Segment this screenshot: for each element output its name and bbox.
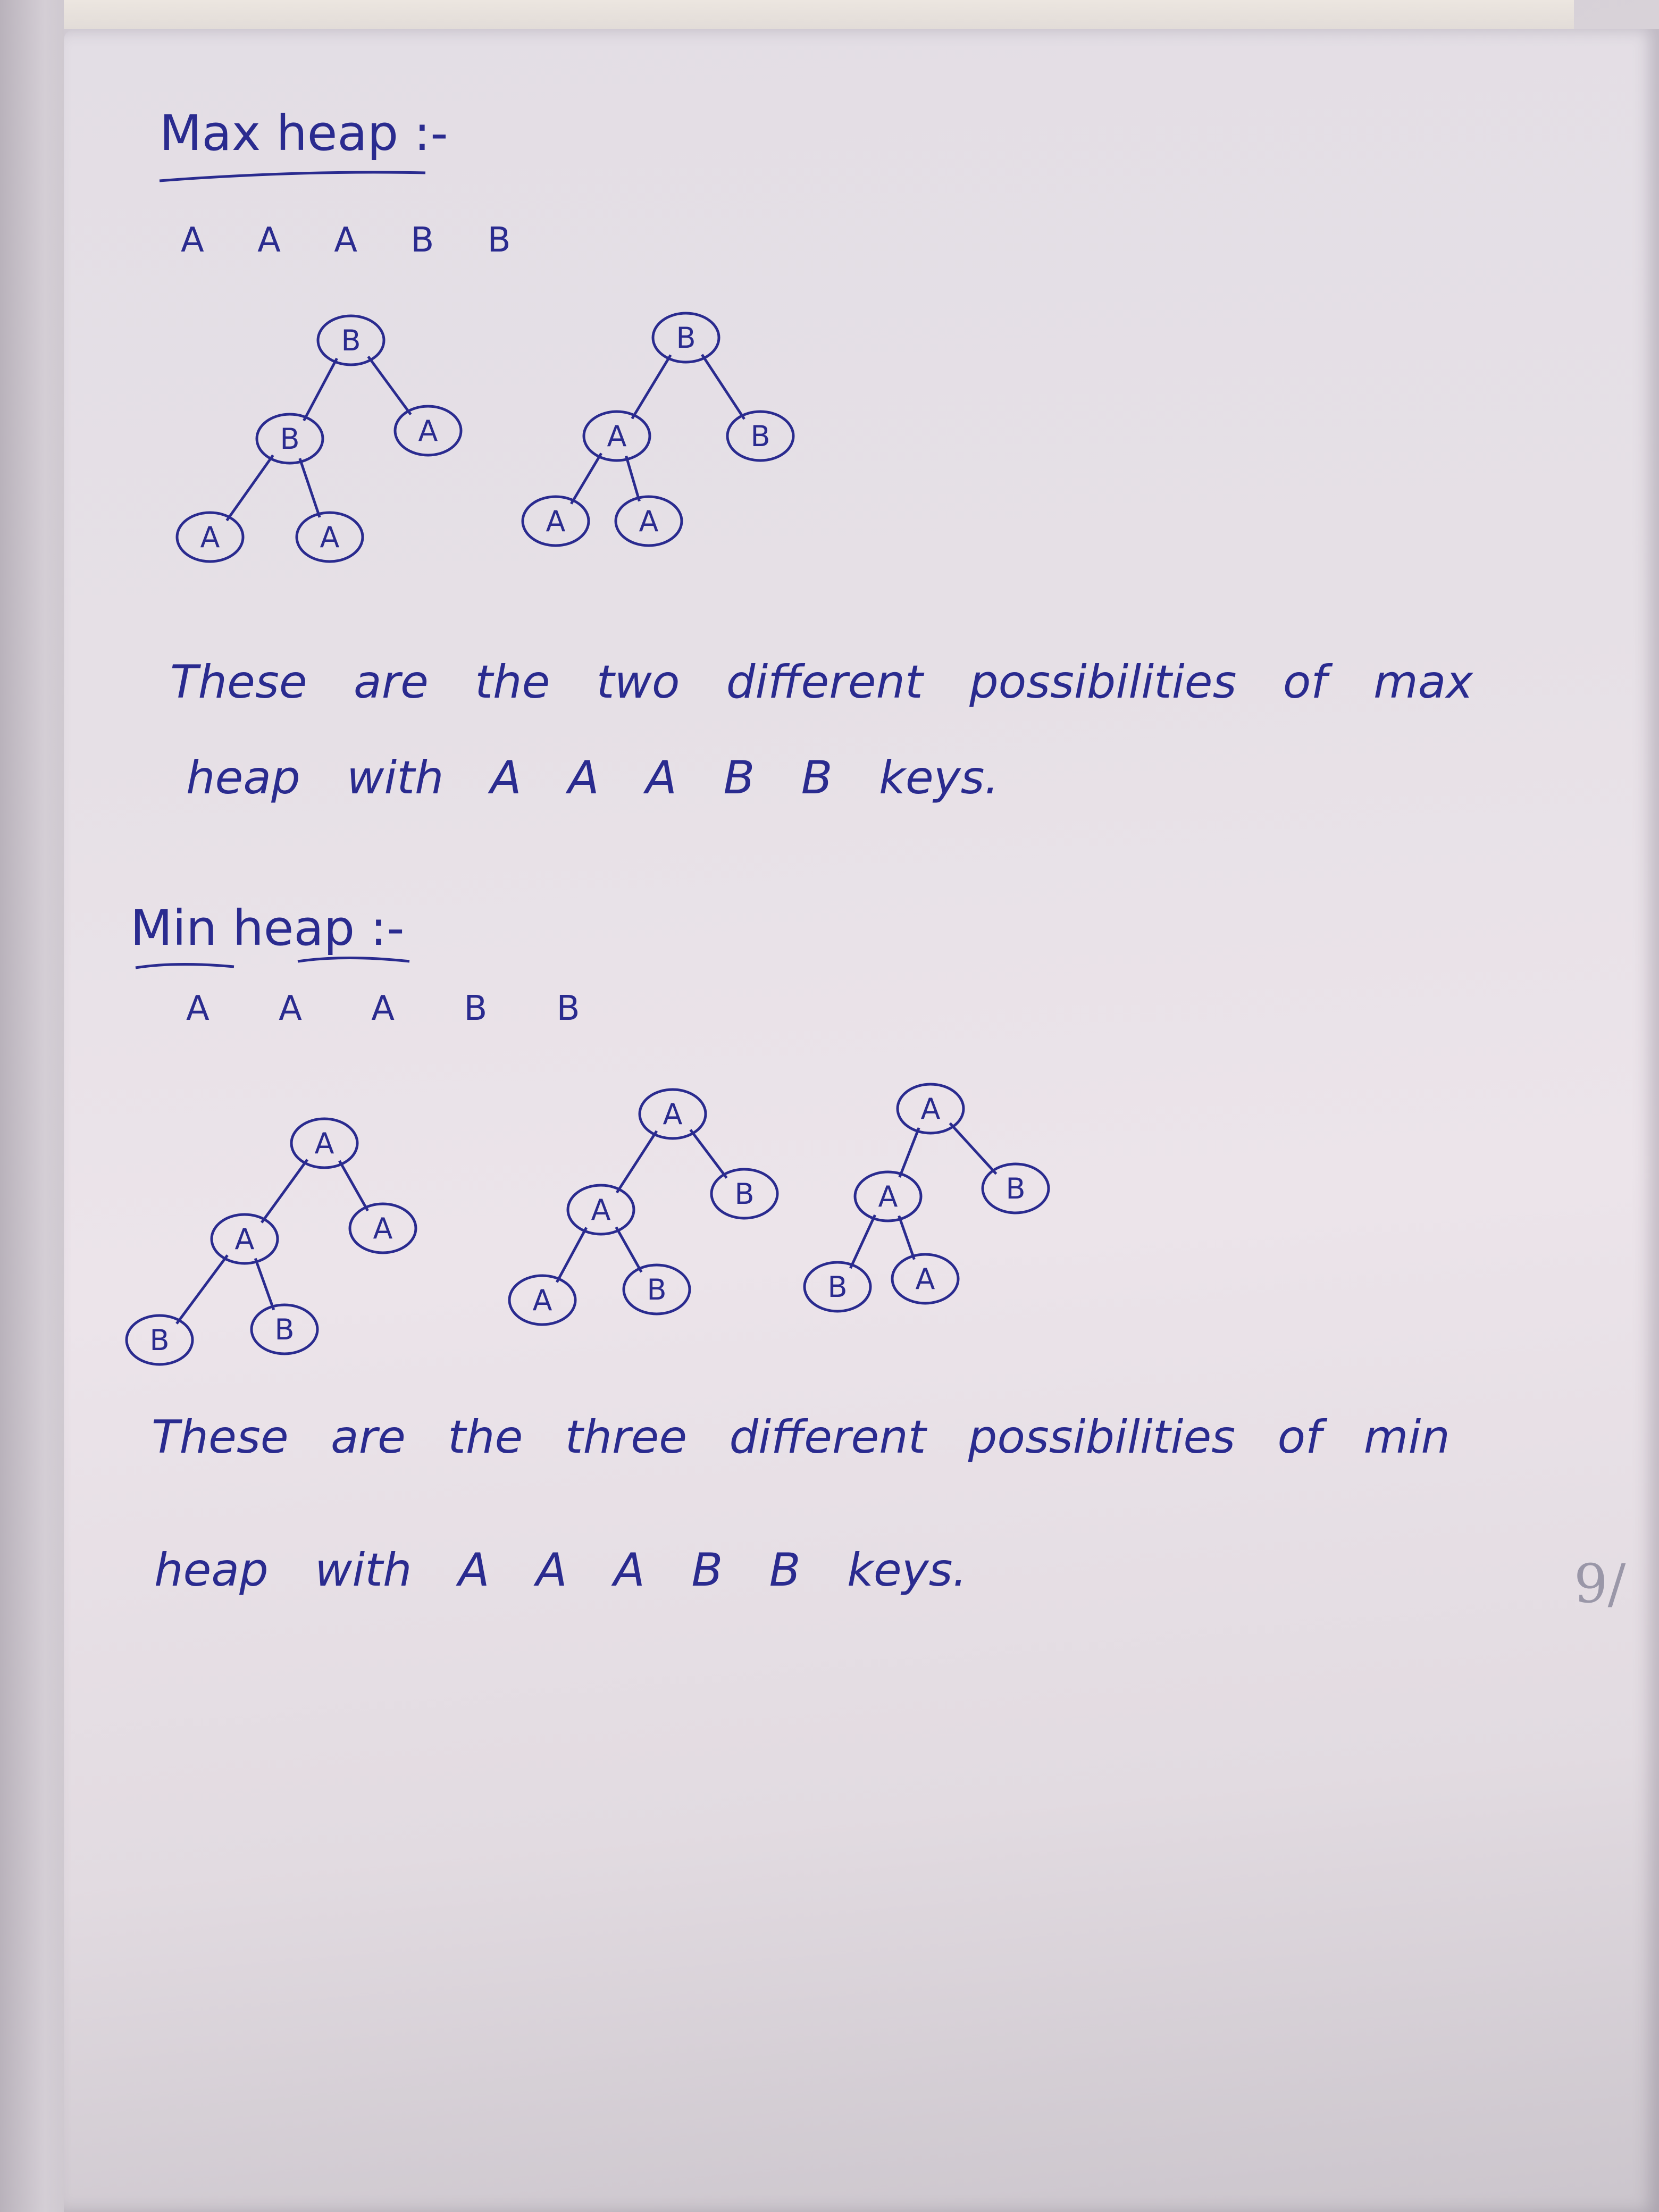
tree-node-label: A xyxy=(200,521,220,554)
tree-node-b: B xyxy=(803,1261,872,1313)
tree-edge xyxy=(631,354,672,420)
tree-node-a: A xyxy=(210,1213,279,1265)
tree-node-a: A xyxy=(614,495,683,547)
tree-node-label: A xyxy=(639,505,659,538)
tree-node-b: B xyxy=(710,1168,779,1220)
tree-node-label: A xyxy=(878,1180,898,1213)
tree-edge xyxy=(303,357,338,422)
tree-node-a: A xyxy=(566,1184,635,1236)
tree-node-a: A xyxy=(896,1083,965,1135)
tree-node-label: A xyxy=(320,521,340,554)
tree-node-a: A xyxy=(638,1088,707,1140)
tree-node-a: A xyxy=(290,1117,359,1169)
tree-node-b: B xyxy=(981,1162,1050,1214)
tree-node-a: A xyxy=(295,511,364,563)
tree-node-label: A xyxy=(546,505,566,538)
tree-node-label: A xyxy=(663,1097,683,1131)
tree-node-b: B xyxy=(622,1263,691,1316)
tree-node-b: B xyxy=(651,312,720,364)
tree-edge xyxy=(225,454,274,522)
tree-node-label: A xyxy=(533,1284,552,1317)
tree-node-a: A xyxy=(348,1202,417,1254)
tree-edge xyxy=(898,1215,916,1260)
min-heap-heading: Min heap :- xyxy=(130,900,405,957)
tree-edge xyxy=(367,355,412,416)
tree-node-a: A xyxy=(175,511,245,563)
tree-node-label: A xyxy=(315,1127,334,1160)
tree-node-label: B xyxy=(750,420,770,453)
tree-edge xyxy=(254,1258,275,1311)
tree-edge xyxy=(175,1254,229,1325)
tree-edge xyxy=(689,1129,728,1179)
tree-edge xyxy=(949,1122,998,1175)
tree-edge xyxy=(615,1226,643,1273)
tree-node-label: A xyxy=(921,1092,941,1126)
margin-page-mark: 9/ xyxy=(1574,1553,1626,1615)
tree-node-a: A xyxy=(853,1170,923,1222)
max-heap-keys: A A A B B xyxy=(181,221,511,260)
tree-node-label: A xyxy=(607,420,627,453)
max-heap-tree-1: B B A A A xyxy=(175,314,463,563)
tree-edge xyxy=(555,1227,588,1283)
tree-node-label: B xyxy=(1006,1172,1025,1205)
min-heap-tree-3: A A B B A xyxy=(803,1083,1050,1313)
tree-node-label: B xyxy=(734,1177,754,1211)
tree-node-b: B xyxy=(250,1303,319,1355)
tree-node-a: A xyxy=(393,405,463,457)
tree-edge xyxy=(898,1127,920,1178)
tree-node-label: B xyxy=(274,1313,294,1346)
tree-node-label: A xyxy=(235,1222,255,1256)
tree-node-a: A xyxy=(582,410,651,462)
min-heading-underline-1 xyxy=(135,962,234,969)
tree-node-a: A xyxy=(508,1274,577,1326)
tree-edge xyxy=(260,1159,309,1224)
tree-edge xyxy=(701,354,745,420)
tree-edge xyxy=(849,1214,876,1269)
min-heap-caption-line2: heap with A A A B B keys. xyxy=(154,1544,967,1597)
tree-node-label: B xyxy=(676,321,696,355)
notebook-gutter xyxy=(0,0,64,2212)
tree-node-b: B xyxy=(726,410,795,462)
tree-node-label: A xyxy=(591,1193,611,1227)
tree-edge xyxy=(625,455,641,502)
tree-node-b: B xyxy=(316,314,386,366)
tree-node-label: B xyxy=(280,422,299,456)
tree-node-label: B xyxy=(827,1270,847,1304)
tree-node-a: A xyxy=(521,495,590,547)
max-heap-caption-line2: heap with A A A B B keys. xyxy=(186,751,999,805)
min-heading-underline-2 xyxy=(297,957,410,963)
tree-node-label: A xyxy=(418,414,438,448)
max-heading-underline xyxy=(159,171,426,182)
tree-node-label: A xyxy=(373,1212,393,1245)
desk-background xyxy=(64,0,1574,29)
tree-edge xyxy=(615,1130,658,1194)
max-heap-caption-line1: These are the two different possibilitie… xyxy=(170,656,1473,709)
tree-node-label: B xyxy=(647,1273,666,1306)
tree-edge xyxy=(570,453,602,505)
min-heap-keys: A A A B B xyxy=(186,989,580,1028)
max-heap-heading: Max heap :- xyxy=(160,105,448,162)
tree-node-label: A xyxy=(916,1262,935,1296)
tree-node-b: B xyxy=(125,1314,194,1366)
tree-edge xyxy=(338,1160,369,1212)
tree-node-label: B xyxy=(341,324,361,357)
min-heap-caption-line1: These are the three different possibilit… xyxy=(152,1411,1450,1464)
min-heap-tree-2: A A B A B xyxy=(508,1088,779,1326)
min-heap-tree-1: A A A B B xyxy=(125,1117,417,1366)
tree-node-label: B xyxy=(149,1323,169,1357)
tree-node-b: B xyxy=(255,413,324,465)
tree-edge xyxy=(298,458,321,518)
tree-node-a: A xyxy=(891,1253,960,1305)
notebook-page xyxy=(64,29,1659,2212)
max-heap-tree-2: B A B A A xyxy=(521,312,795,547)
